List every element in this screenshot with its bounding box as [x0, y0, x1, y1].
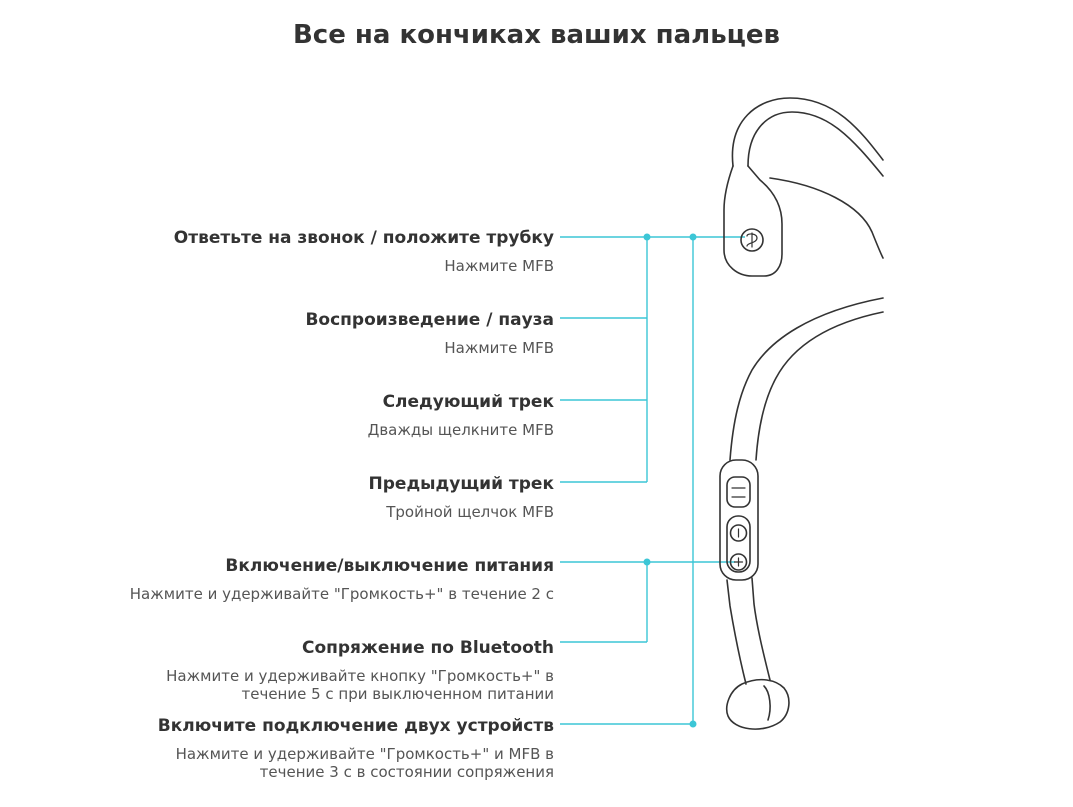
- bottom-earpiece-seam: [763, 685, 771, 721]
- feature-desc: Нажмите MFB: [444, 339, 554, 357]
- feature-desc-line: течение 3 с в состоянии сопряжения: [259, 763, 554, 781]
- headband-upper: [769, 177, 884, 259]
- top-housing: [723, 165, 783, 277]
- ear-hook-outer: [731, 97, 884, 167]
- mfb-symbol: [746, 232, 758, 248]
- lower-arm-inner: [751, 577, 771, 681]
- feature-answer-call: Ответьте на звонок / положите трубку Наж…: [174, 227, 554, 275]
- feature-title: Предыдущий трек: [368, 474, 554, 494]
- feature-play-pause: Воспроизведение / пауза Нажмите MFB: [305, 309, 554, 357]
- page-title: Все на кончиках ваших пальцев: [292, 20, 781, 50]
- feature-desc: Нажмите и удерживайте "Громкость+" и MFB…: [158, 745, 554, 781]
- feature-desc: Нажмите и удерживайте кнопку "Громкость+…: [166, 667, 554, 703]
- headphone-illustration: [719, 97, 884, 730]
- lower-arm-outer: [726, 579, 747, 685]
- mfb-button-icon: [740, 228, 764, 252]
- neckband-inner: [755, 311, 884, 461]
- feature-previous-track: Предыдущий трек Тройной щелчок MFB: [369, 473, 554, 521]
- connector-dot: [689, 720, 697, 728]
- mode-button-icon: [726, 476, 751, 508]
- feature-desc-line: Нажмите и удерживайте "Громкость+" и MFB…: [175, 745, 554, 763]
- feature-desc-line: течение 5 с при выключенном питании: [241, 685, 555, 703]
- feature-title: Ответьте на звонок / положите трубку: [173, 228, 554, 248]
- neckband-outer: [729, 297, 884, 461]
- feature-dual-connection: Включите подключение двух устройств Нажм…: [158, 715, 554, 781]
- button-housing: [719, 459, 759, 581]
- volume-plus-icon: [729, 553, 748, 571]
- feature-desc-line: Нажмите и удерживайте кнопку "Громкость+…: [166, 667, 554, 685]
- feature-title: Сопряжение по Bluetooth: [301, 638, 554, 658]
- feature-title: Включение/выключение питания: [225, 556, 554, 576]
- feature-desc: Нажмите и удерживайте "Громкость+" в теч…: [129, 585, 554, 603]
- mode-symbol: [731, 487, 746, 498]
- bottom-earpiece: [726, 678, 790, 730]
- volume-plus-symbol: [733, 557, 744, 567]
- feature-desc: Дважды щелкните MFB: [367, 421, 554, 439]
- connector-dot: [643, 558, 651, 566]
- volume-rocker: [726, 515, 751, 573]
- ear-hook-inner: [747, 111, 884, 177]
- feature-desc: Нажмите MFB: [444, 257, 554, 275]
- feature-power: Включение/выключение питания Нажмите и у…: [130, 555, 554, 603]
- feature-title: Воспроизведение / пауза: [305, 310, 554, 330]
- connector-dot: [643, 233, 651, 241]
- feature-title: Следующий трек: [382, 392, 554, 412]
- feature-desc: Тройной щелчок MFB: [386, 503, 554, 521]
- feature-next-track: Следующий трек Дважды щелкните MFB: [368, 391, 554, 439]
- connector-dots: [643, 233, 697, 728]
- connector-dot: [689, 233, 697, 241]
- feature-title: Включите подключение двух устройств: [157, 716, 554, 736]
- connector-lines: [560, 236, 745, 725]
- volume-minus-icon: [729, 524, 748, 542]
- feature-bluetooth-pairing: Сопряжение по Bluetooth Нажмите и удержи…: [166, 637, 554, 703]
